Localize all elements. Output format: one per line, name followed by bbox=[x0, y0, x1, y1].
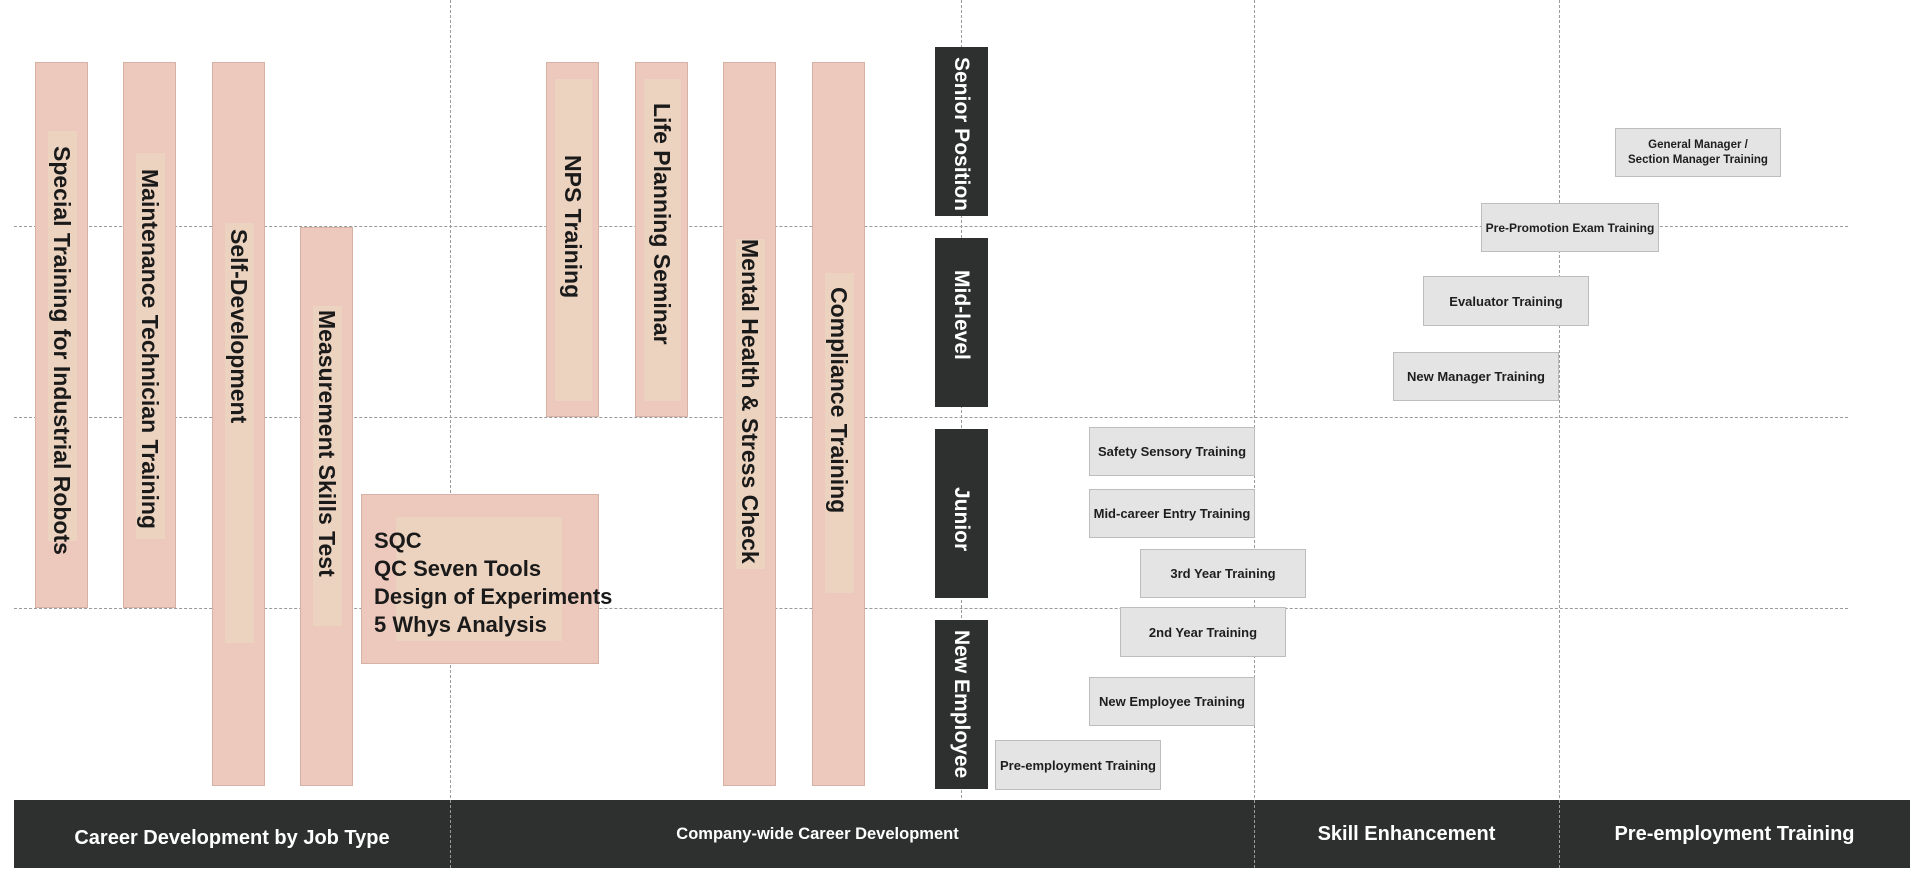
training-general-manager: General Manager / Section Manager Traini… bbox=[1615, 128, 1781, 177]
program-bar-life-planning: Life Planning Seminar bbox=[635, 62, 688, 417]
training-safety-sensory: Safety Sensory Training bbox=[1089, 427, 1255, 476]
category-company-wide: Company-wide Career Development bbox=[676, 824, 959, 843]
training-pre-employment: Pre-employment Training bbox=[995, 740, 1161, 790]
program-label: Special Training for Industrial Robots bbox=[49, 146, 75, 555]
program-label: Life Planning Seminar bbox=[649, 103, 675, 345]
training-pre-promotion: Pre-Promotion Exam Training bbox=[1481, 203, 1659, 252]
program-bar-compliance: Compliance Training bbox=[812, 62, 865, 786]
category-footer bbox=[14, 800, 1910, 868]
level-label: Junior bbox=[950, 487, 973, 552]
program-bar-measurement-skills: Measurement Skills Test bbox=[300, 227, 353, 786]
program-label: Compliance Training bbox=[826, 287, 852, 514]
qc-topic-doe: Design of Experiments bbox=[374, 584, 613, 609]
level-senior-position: Senior Position bbox=[935, 47, 988, 216]
qc-topic-sqc: SQC bbox=[374, 528, 422, 553]
program-label: Maintenance Technician Training bbox=[137, 169, 163, 529]
program-bar-industrial-robots: Special Training for Industrial Robots bbox=[35, 62, 88, 608]
level-junior: Junior bbox=[935, 429, 988, 598]
footer-divider-3 bbox=[1559, 800, 1560, 868]
program-label: NPS Training bbox=[560, 155, 586, 299]
category-job-type: Career Development by Job Type bbox=[74, 826, 390, 849]
column-divider-4 bbox=[1559, 0, 1560, 868]
program-bar-mental-health: Mental Health & Stress Check bbox=[723, 62, 776, 786]
footer-divider-2 bbox=[1254, 800, 1255, 868]
program-label: Self-Development bbox=[226, 229, 252, 424]
program-bar-self-development: Self-Development bbox=[212, 62, 265, 786]
footer-divider-1 bbox=[450, 800, 451, 868]
category-pre-employment: Pre-employment Training bbox=[1614, 822, 1855, 845]
category-skill-enhancement: Skill Enhancement bbox=[1317, 822, 1496, 845]
program-bar-maintenance-technician: Maintenance Technician Training bbox=[123, 62, 176, 608]
level-label: New Employee bbox=[950, 630, 973, 779]
training-new-manager: New Manager Training bbox=[1393, 352, 1559, 401]
program-label: Measurement Skills Test bbox=[314, 310, 340, 577]
column-divider-1 bbox=[450, 0, 451, 868]
training-evaluator: Evaluator Training bbox=[1423, 276, 1589, 326]
training-new-employee: New Employee Training bbox=[1089, 677, 1255, 726]
training-3rd-year: 3rd Year Training bbox=[1140, 549, 1306, 598]
level-new-employee: New Employee bbox=[935, 620, 988, 789]
level-label: Mid-level bbox=[950, 270, 973, 360]
qc-topic-seven-tools: QC Seven Tools bbox=[374, 556, 542, 581]
program-bar-nps: NPS Training bbox=[546, 62, 599, 417]
level-divider-junior-new bbox=[14, 608, 1848, 609]
level-divider-mid-junior bbox=[14, 417, 1848, 418]
training-2nd-year: 2nd Year Training bbox=[1120, 607, 1286, 657]
qc-topic-5-whys: 5 Whys Analysis bbox=[374, 612, 547, 637]
level-divider-senior-mid bbox=[14, 226, 1848, 227]
level-mid-level: Mid-level bbox=[935, 238, 988, 407]
program-label: Mental Health & Stress Check bbox=[737, 239, 763, 564]
training-mid-career-entry: Mid-career Entry Training bbox=[1089, 489, 1255, 538]
qc-topics-box: SQC QC Seven Tools Design of Experiments… bbox=[361, 494, 612, 664]
level-label: Senior Position bbox=[950, 57, 973, 212]
